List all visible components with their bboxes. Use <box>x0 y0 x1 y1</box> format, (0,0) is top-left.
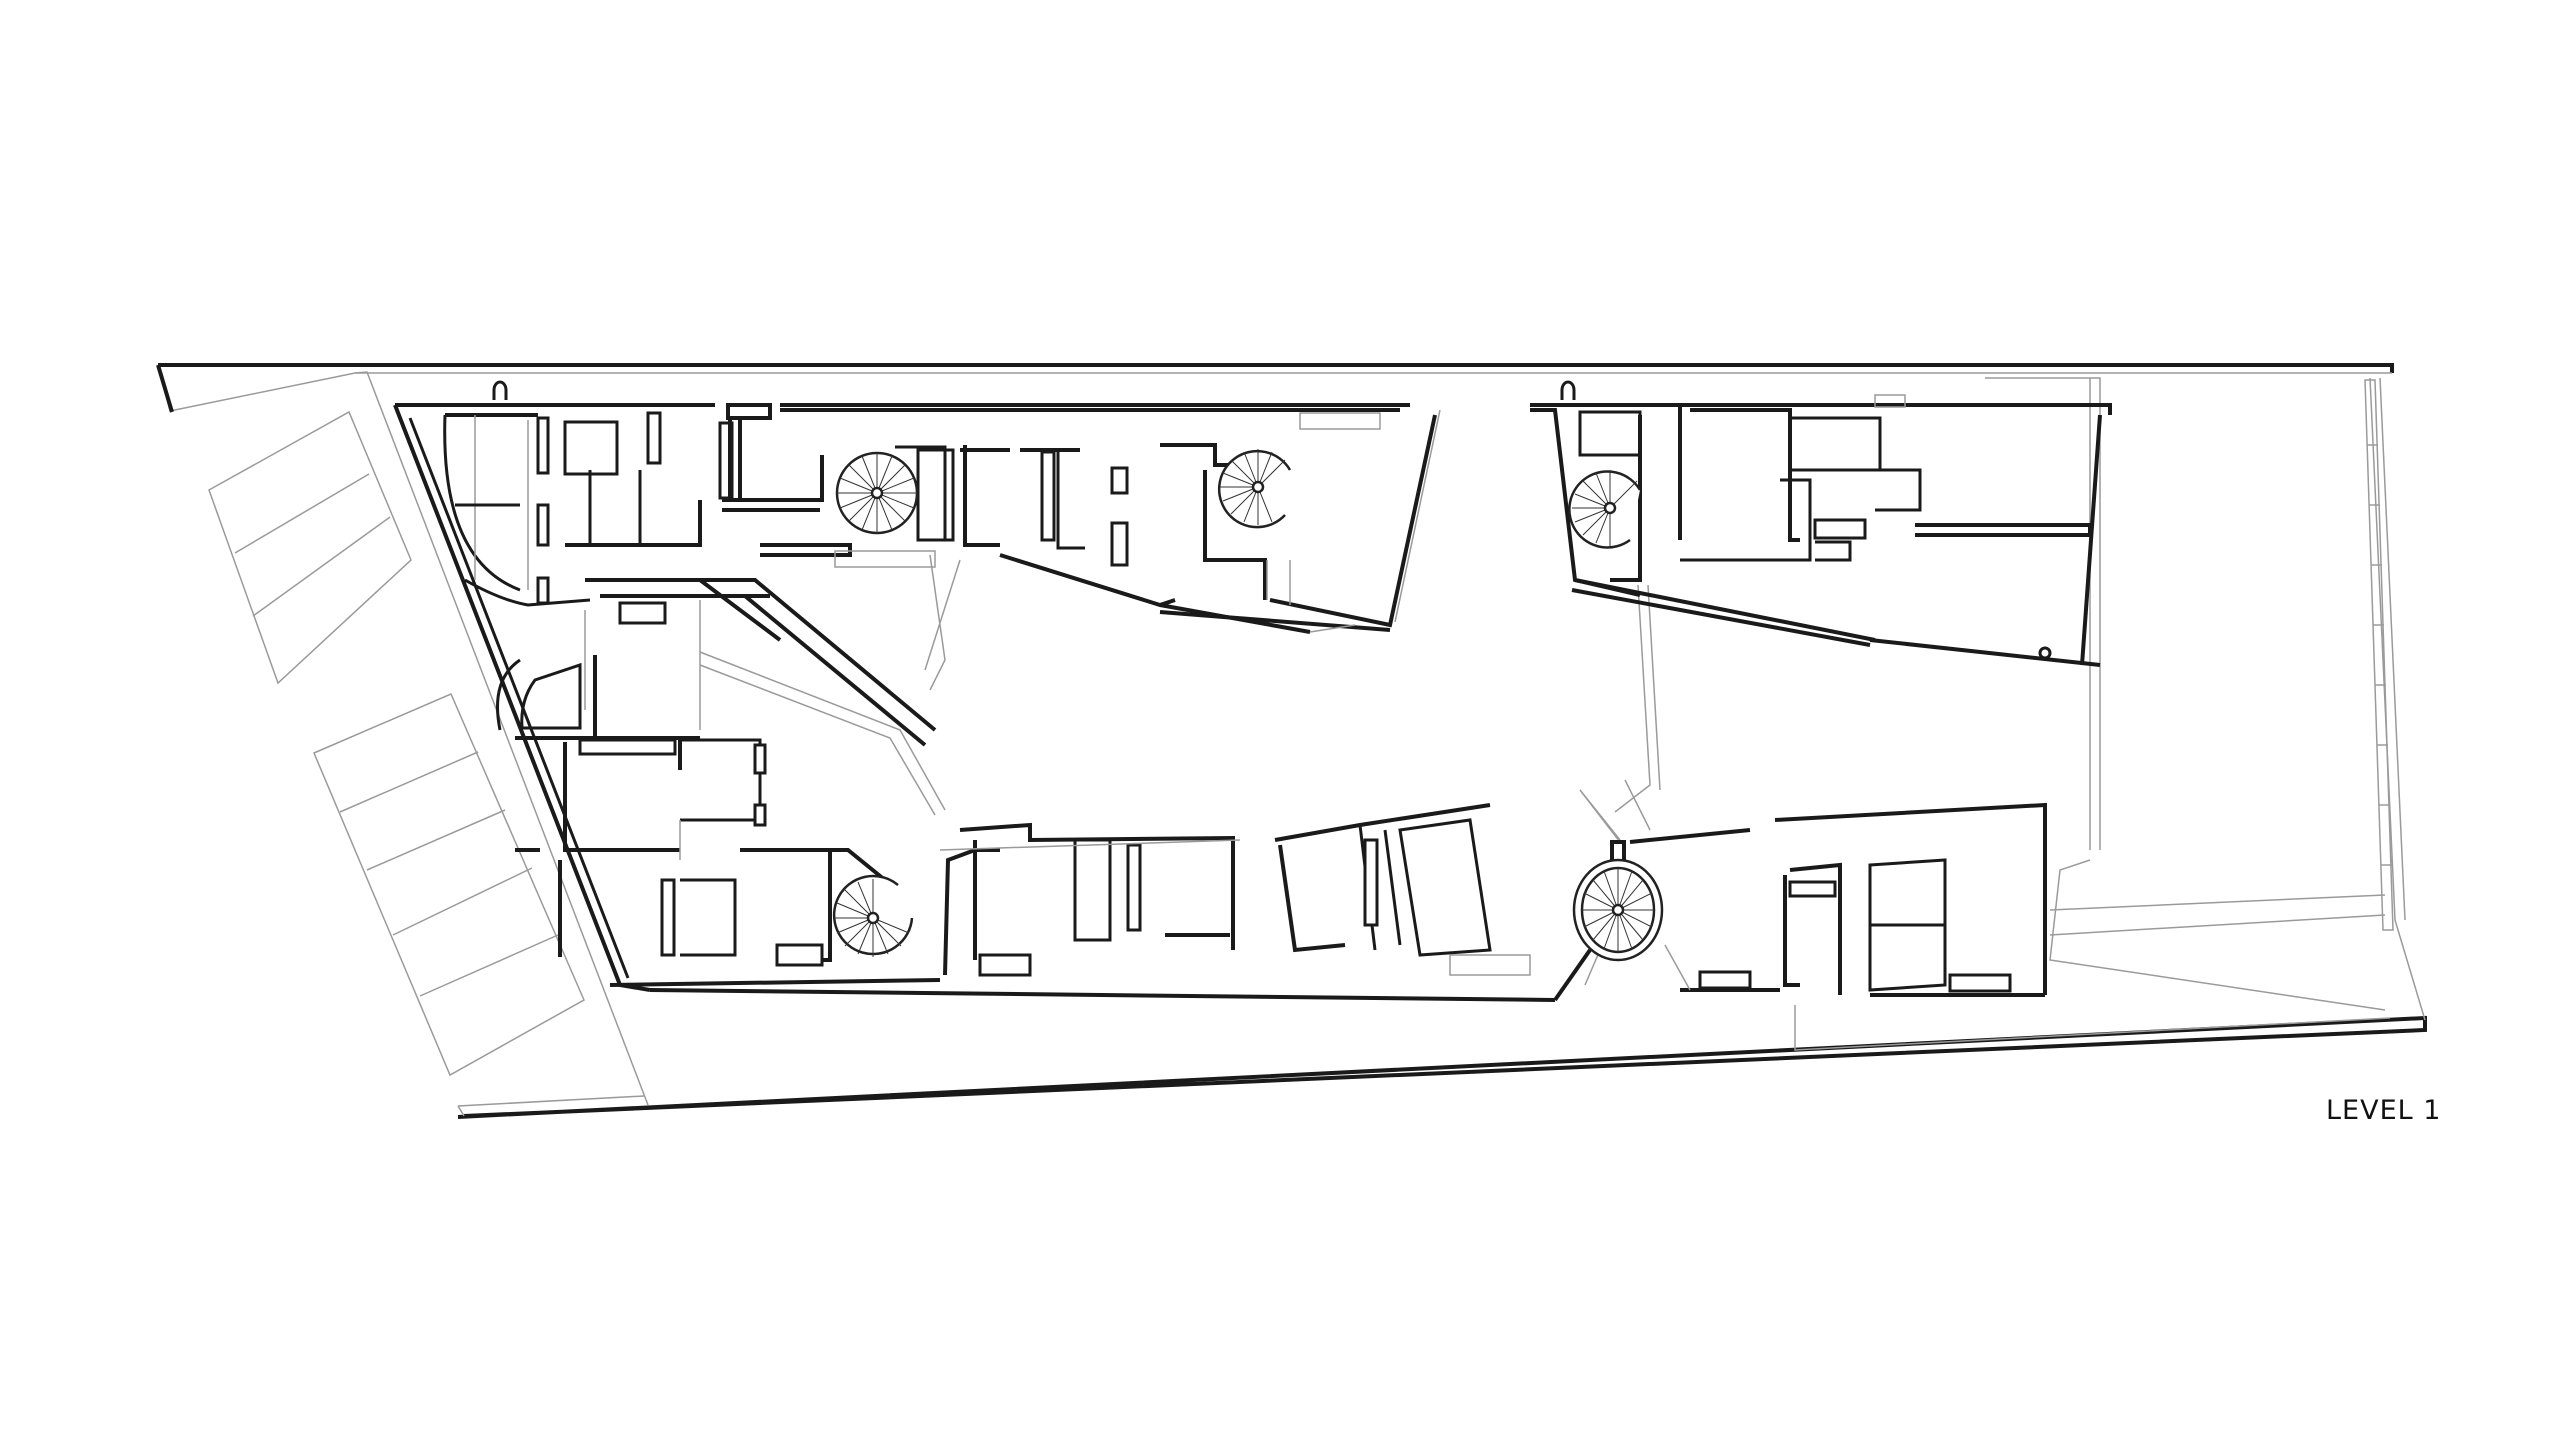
parking-bays <box>208 410 585 1077</box>
north-wall-fixtures <box>492 380 1576 400</box>
spiral-stair-north-2 <box>1217 449 1292 529</box>
courtyard <box>699 377 2391 1051</box>
spiral-stair-northeast <box>1568 470 1642 549</box>
northeast-wing <box>1530 394 2112 667</box>
spiral-stair-south-1 <box>832 874 914 957</box>
level-label: LEVEL 1 <box>2326 1095 2442 1126</box>
spiral-stair-south-2 <box>1572 840 1664 962</box>
south-wing <box>515 736 1592 1002</box>
north-wing <box>665 403 1441 691</box>
site-boundary <box>156 363 2427 1119</box>
spiral-stair-north-1 <box>835 451 919 535</box>
southeast-wing <box>1579 789 2047 997</box>
east-fence <box>2364 379 2394 931</box>
